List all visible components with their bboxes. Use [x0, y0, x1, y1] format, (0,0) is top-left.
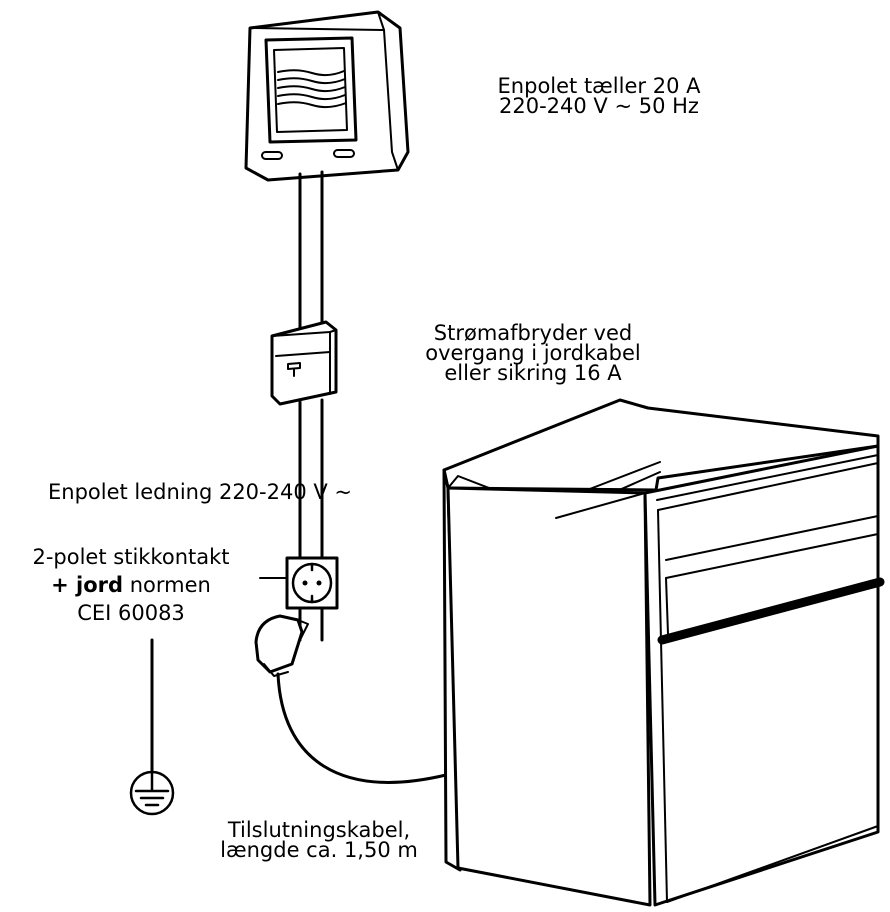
electricity-meter-icon: [244, 10, 410, 182]
socket-label-line3: CEI 60083: [77, 601, 185, 625]
ground-symbol-icon: [129, 638, 175, 816]
breaker-label: Strømafbryder ved overgang i jordkabel e…: [378, 321, 688, 385]
cable-label-line2: længde ca. 1,50 m: [220, 838, 418, 862]
breaker-label-line2: overgang i jordkabel: [425, 341, 641, 365]
line-label: Enpolet ledning 220-240 V ~: [48, 480, 353, 504]
meter-label-line2: 220-240 V ~ 50 Hz: [499, 94, 699, 118]
plug-icon: [254, 614, 309, 677]
built-in-oven: [442, 398, 885, 907]
meter-label: Enpolet tæller 20 A 220-240 V ~ 50 Hz: [474, 74, 724, 118]
breaker-label-line3: eller sikring 16 A: [444, 361, 622, 385]
socket-label-bold: + jord: [51, 573, 124, 597]
breaker-label-line1: Strømafbryder ved: [433, 321, 633, 345]
connection-cable: [276, 672, 448, 784]
socket-label-rest: normen: [123, 573, 211, 597]
socket-label-line1: 2-polet stikkontakt: [32, 545, 230, 569]
earthed-socket-icon: [259, 556, 339, 610]
socket-label-line2: + jord normen: [0, 571, 262, 599]
circuit-breaker-icon: [270, 320, 338, 406]
cable-label-line1: Tilslutningskabel,: [227, 818, 411, 842]
socket-label: 2-polet stikkontakt + jord normen CEI 60…: [0, 543, 262, 627]
meter-label-line1: Enpolet tæller 20 A: [497, 74, 701, 98]
cable-label: Tilslutningskabel, længde ca. 1,50 m: [206, 818, 432, 862]
